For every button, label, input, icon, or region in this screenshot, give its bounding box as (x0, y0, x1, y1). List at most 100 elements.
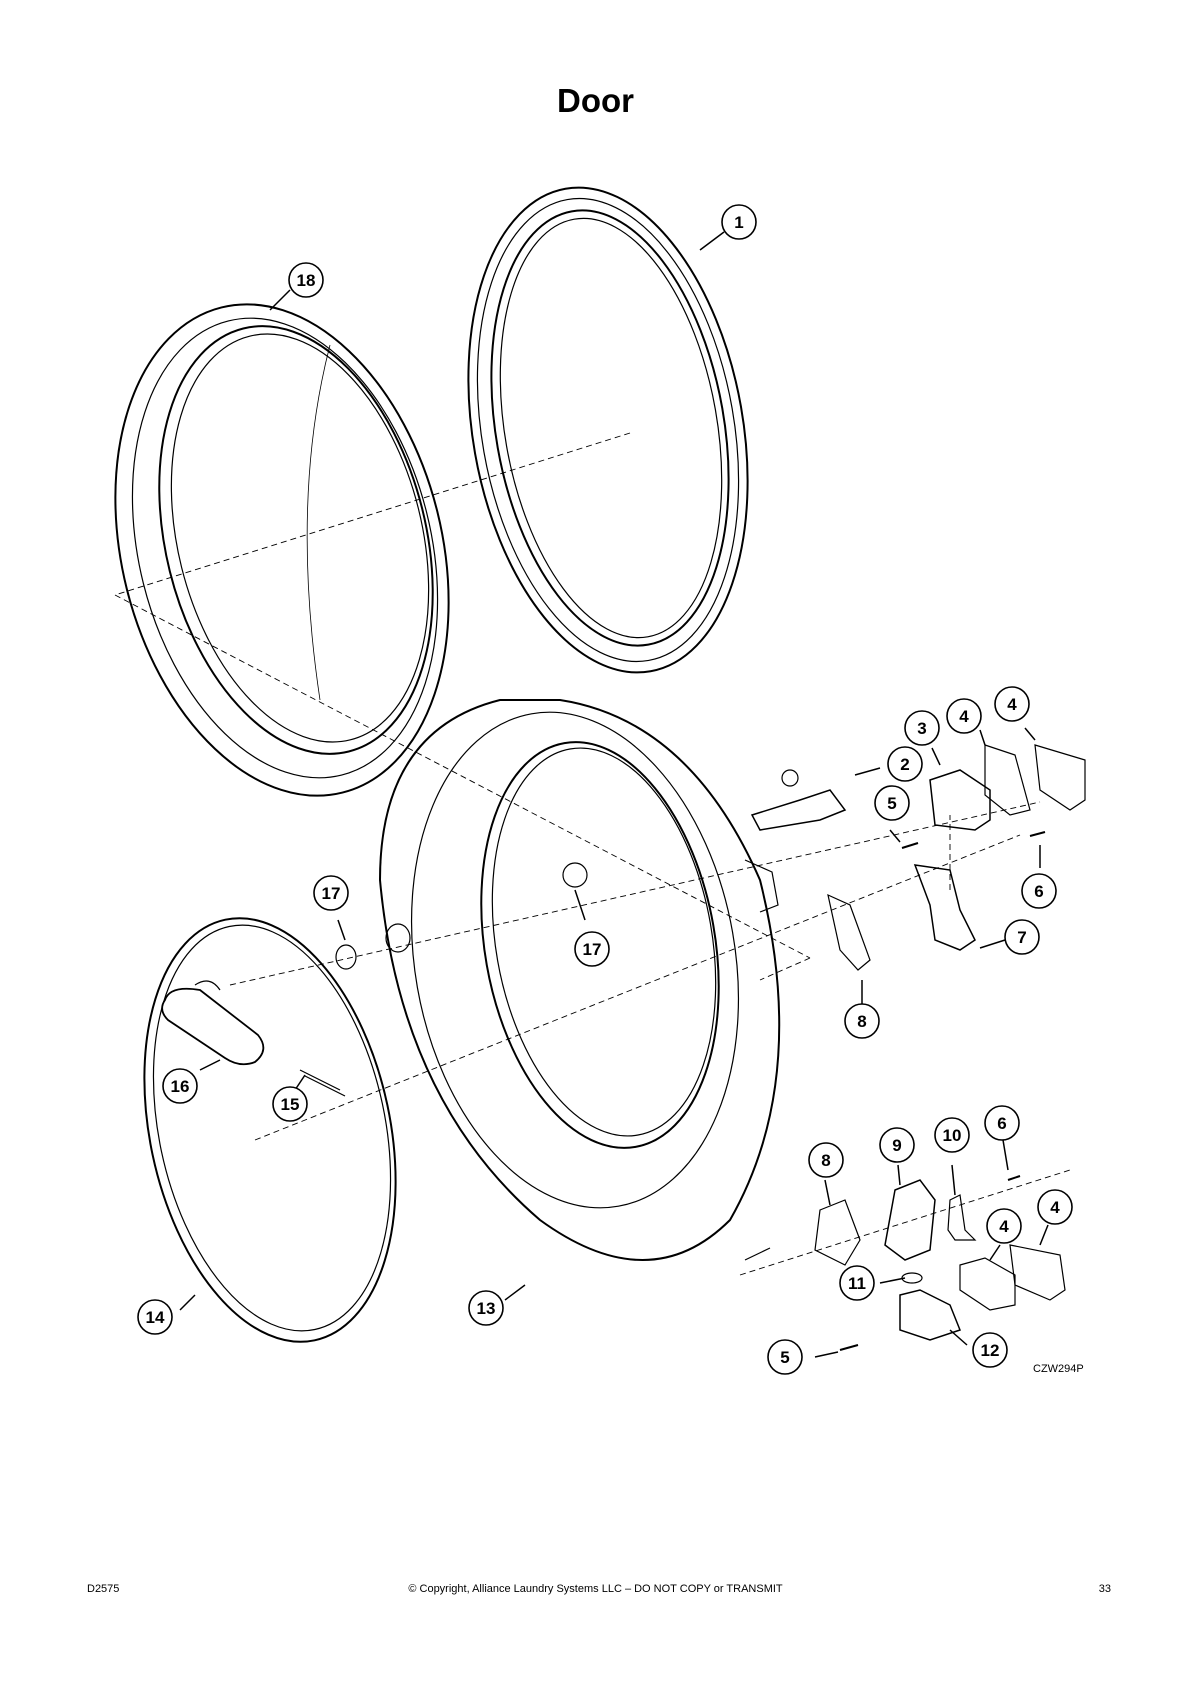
callout-circle (162, 1068, 198, 1104)
callout-circle (1021, 873, 1057, 909)
callout-10: 10 (934, 1117, 970, 1153)
callout-4: 4 (986, 1208, 1022, 1244)
callout-number: 3 (917, 719, 926, 738)
callout-circle (574, 931, 610, 967)
part-18-inner-ring (114, 303, 450, 797)
callout-number: 5 (780, 1348, 789, 1367)
callout-circle (272, 1086, 308, 1122)
callout-2: 2 (887, 746, 923, 782)
callout-number: 17 (322, 884, 341, 903)
callout-1: 1 (721, 204, 757, 240)
callout-4: 4 (994, 686, 1030, 722)
callout-number: 1 (734, 213, 743, 232)
callout-circle (972, 1332, 1008, 1368)
callout-17: 17 (313, 875, 349, 911)
callout-circle (808, 1142, 844, 1178)
part-1-outer-ring (467, 186, 749, 674)
callout-13: 13 (468, 1290, 504, 1326)
callout-6: 6 (1021, 873, 1057, 909)
callout-number: 10 (943, 1126, 962, 1145)
callout-8: 8 (808, 1142, 844, 1178)
callout-number: 18 (297, 271, 316, 290)
callout-number: 11 (848, 1274, 866, 1293)
callout-11: 11 (839, 1265, 875, 1301)
callout-number: 14 (146, 1308, 165, 1327)
part-4-shim-d (1009, 1244, 1066, 1301)
callout-number: 5 (887, 794, 896, 813)
callout-number: 8 (857, 1012, 866, 1031)
callout-4: 4 (946, 698, 982, 734)
part-10-clip (947, 1194, 977, 1241)
callout-number: 9 (892, 1136, 901, 1155)
callout-number: 8 (821, 1151, 830, 1170)
callout-number: 15 (281, 1095, 300, 1114)
figure-code: CZW294P (1033, 1363, 1084, 1375)
callout-circle (721, 204, 757, 240)
page-title: Door (557, 82, 634, 119)
callout-circle (879, 1127, 915, 1163)
part-17-bushing-left (335, 944, 357, 970)
part-2-hinge-pin (750, 769, 847, 831)
callout-6: 6 (984, 1105, 1020, 1141)
callout-circle (1037, 1189, 1073, 1225)
callout-circle (887, 746, 923, 782)
part-12-lower-bracket (899, 1289, 961, 1341)
callout-9: 9 (879, 1127, 915, 1163)
part-6-screw-lower (1007, 1175, 1021, 1181)
callout-7: 7 (1004, 919, 1040, 955)
callout-circle (874, 785, 910, 821)
callout-16: 16 (162, 1068, 198, 1104)
part-13-door-frame (378, 699, 781, 1261)
callout-circle (313, 875, 349, 911)
part-9-lower-hinge (884, 1179, 936, 1261)
callout-circle (137, 1299, 173, 1335)
callout-8: 8 (844, 1003, 880, 1039)
callout-circle (984, 1105, 1020, 1141)
callout-circle (767, 1339, 803, 1375)
copyright-notice: © Copyright, Alliance Laundry Systems LL… (408, 1583, 783, 1595)
callout-12: 12 (972, 1332, 1008, 1368)
part-8-shim-upper (827, 893, 871, 971)
callout-number: 7 (1017, 928, 1026, 947)
callout-circle (946, 698, 982, 734)
callout-18: 18 (288, 262, 324, 298)
callout-3: 3 (904, 710, 940, 746)
callout-circle (934, 1117, 970, 1153)
doc-id: D2575 (87, 1583, 120, 1595)
callout-15: 15 (272, 1086, 308, 1122)
part-5-screw-upper (901, 842, 919, 849)
part-3-hinge-block (929, 769, 991, 831)
callout-circle (904, 710, 940, 746)
callout-circle (1004, 919, 1040, 955)
part-8-shim-lower (814, 1199, 861, 1266)
part-4-shim-b (1034, 744, 1086, 811)
callout-number: 4 (1050, 1198, 1060, 1217)
page-number: 33 (1098, 1583, 1111, 1595)
part-14-glass (143, 917, 397, 1343)
part-17-bushing-frame (385, 923, 411, 953)
callout-number: 4 (1007, 695, 1017, 714)
callout-circle (839, 1265, 875, 1301)
part-5-screw-lower (839, 1344, 859, 1351)
callout-number: 13 (477, 1299, 496, 1318)
callout-number: 16 (171, 1077, 190, 1096)
callout-number: 2 (900, 755, 909, 774)
part-6-screw-upper (1029, 831, 1046, 837)
assembly-axes (114, 432, 1071, 1276)
callout-14: 14 (137, 1299, 173, 1335)
callout-5: 5 (874, 785, 910, 821)
callout-number: 4 (959, 707, 969, 726)
callout-number: 6 (997, 1114, 1006, 1133)
callout-4: 4 (1037, 1189, 1073, 1225)
part-16-handle (161, 980, 346, 1097)
callout-circle (468, 1290, 504, 1326)
callout-number: 12 (981, 1341, 1000, 1360)
callout-circle (844, 1003, 880, 1039)
callout-5: 5 (767, 1339, 803, 1375)
part-17-bushing-right (562, 862, 588, 888)
callout-circle (288, 262, 324, 298)
part-7-hinge-bracket (913, 864, 976, 951)
part-4-shim-a (984, 744, 1031, 816)
